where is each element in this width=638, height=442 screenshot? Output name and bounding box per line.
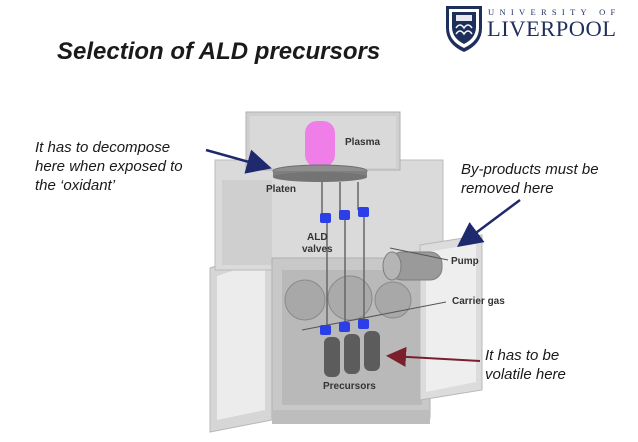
precursor-valve xyxy=(358,319,369,329)
byproducts-arrow xyxy=(456,198,521,247)
platen-label: Platen xyxy=(266,184,297,195)
slide-title: Selection of ALD precursors xyxy=(57,38,381,65)
decompose-arrow xyxy=(205,148,272,174)
precursor-bottle xyxy=(344,334,360,374)
carrier-gas-label: Carrier gas xyxy=(452,296,505,307)
volatile-arrow xyxy=(386,346,481,367)
volatile-annotation: It has to be volatile here xyxy=(485,347,566,383)
plasma-source xyxy=(305,121,335,167)
precursor-bottle xyxy=(364,331,380,371)
byproducts-annotation: By-products must be removed here xyxy=(461,161,599,197)
logo-liverpool: LIVERPOOL xyxy=(487,16,617,41)
pump-label: Pump xyxy=(451,256,479,267)
precursor-valve xyxy=(320,325,331,335)
ald-valve xyxy=(320,213,331,223)
precursor-valve xyxy=(339,322,350,332)
ald-valve xyxy=(339,210,350,220)
logo-university-of: UNIVERSITY OF xyxy=(488,7,621,17)
decompose-annotation: It has to decompose here when exposed to… xyxy=(35,139,183,194)
precursor-bottle xyxy=(324,337,340,377)
plasma-label: Plasma xyxy=(345,137,381,148)
ald-valve xyxy=(358,207,369,217)
ald-valves-label: ALD valves xyxy=(302,232,333,255)
precursors-label: Precursors xyxy=(323,381,376,392)
